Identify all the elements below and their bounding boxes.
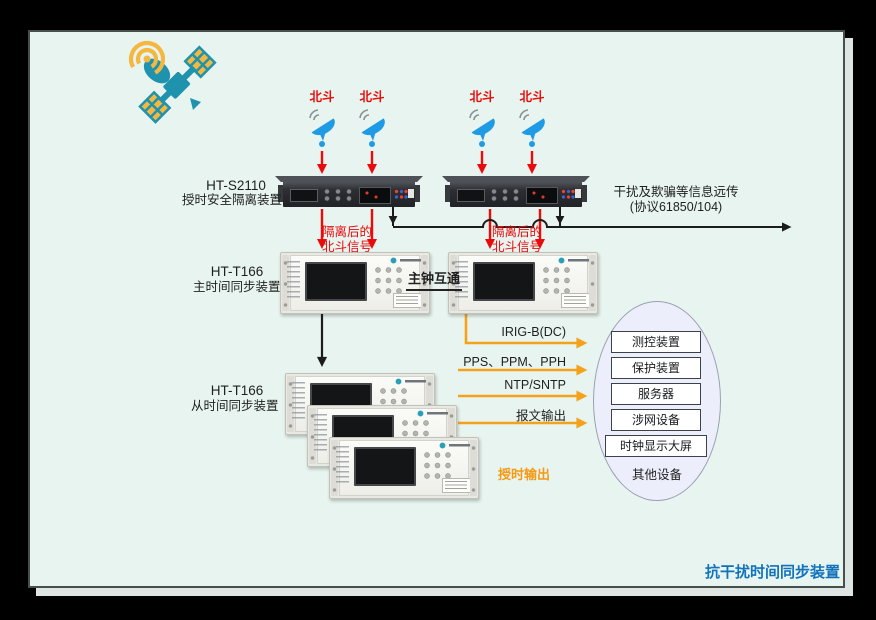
device-buttons (541, 265, 572, 296)
led-labels (287, 261, 300, 301)
device-display (290, 189, 318, 202)
output-label-irig-b: IRIG-B(DC) (501, 325, 566, 339)
output-label-ntp-sntp: NTP/SNTP (504, 378, 566, 392)
led-labels (292, 382, 305, 422)
device-tag (561, 293, 591, 308)
satellite-dish-icon (359, 109, 385, 141)
master-clock-unit-1 (280, 252, 430, 314)
device-tag (442, 478, 472, 493)
satellite-dish-icon (519, 109, 545, 141)
device-buttons (322, 188, 355, 202)
device-buttons (489, 188, 522, 202)
device-screen (359, 187, 391, 204)
slave-device-name: 从时间同步装置 (191, 399, 279, 413)
device-screen (473, 262, 535, 301)
output-label-pps-ppm-pph: PPS、PPM、PPH (463, 355, 566, 369)
master-device-name: 主时间同步装置 (193, 280, 281, 294)
output-label-message: 报文输出 (515, 409, 566, 423)
rack-ear (278, 185, 283, 202)
diagram-title: 抗干扰时间同步装置 (704, 564, 840, 581)
remote-transfer-caption: 干扰及欺骗等信息远传 (协议61850/104) (613, 185, 739, 214)
antenna-feed-dot (529, 141, 535, 147)
antenna-label: 北斗 (359, 90, 385, 104)
device-screen (526, 187, 558, 204)
satellite-dish-icon (469, 109, 495, 141)
brand-logo-icon (439, 442, 473, 449)
device-buttons (373, 265, 404, 296)
brand-logo-icon (558, 257, 592, 264)
master-interconnect-label: 主钟互通 (406, 268, 462, 291)
isolated-signal-caption-1: 隔离后的 北斗信号 (321, 225, 372, 254)
device-tag (393, 293, 423, 308)
antenna-feed-dot (319, 141, 325, 147)
antenna-label: 北斗 (309, 90, 335, 104)
antenna-feed-dot (479, 141, 485, 147)
slave-device-model: HT-T166 (210, 383, 264, 398)
isolation-device-unit-2 (445, 181, 587, 207)
master-clock-unit-2 (448, 252, 598, 314)
beidou-antenna-2: 北斗 (350, 90, 394, 147)
consumer-box-clock-display: 时钟显示大屏 (605, 435, 707, 457)
beidou-antenna-3: 北斗 (460, 90, 504, 147)
rack-ear (415, 185, 420, 202)
device-screen (354, 447, 416, 486)
isolation-device-model: HT-S2110 (206, 178, 266, 193)
consumer-other-label: 其他设备 (631, 468, 682, 482)
led-labels (314, 414, 327, 454)
brand-logo-icon (417, 410, 451, 417)
status-led-icons (394, 189, 408, 200)
timing-output-label: 授时输出 (498, 467, 551, 482)
satellite-dish-icon (309, 109, 335, 141)
device-tag (575, 189, 581, 198)
slave-clock-unit-3 (329, 437, 479, 499)
brand-logo-icon (390, 257, 424, 264)
led-labels (455, 261, 468, 301)
beidou-antenna-1: 北斗 (300, 90, 344, 147)
device-buttons (422, 450, 453, 481)
consumer-devices-group: 测控装置 保护装置 服务器 涉网设备 时钟显示大屏 其他设备 (593, 301, 721, 501)
antenna-label: 北斗 (519, 90, 545, 104)
consumer-box-measure-control: 测控装置 (611, 331, 701, 353)
rack-ear (445, 185, 450, 202)
isolation-device-name: 授时安全隔离装置 (182, 193, 283, 207)
status-led-icons (561, 189, 575, 200)
device-display (457, 189, 485, 202)
isolated-signal-caption-2: 隔离后的 北斗信号 (491, 225, 542, 254)
satellite-icon (128, 40, 217, 124)
consumer-box-grid-devices: 涉网设备 (611, 409, 701, 431)
device-tag (408, 189, 414, 198)
isolation-device-unit-1 (278, 181, 420, 207)
consumer-box-server: 服务器 (611, 383, 701, 405)
antenna-feed-dot (369, 141, 375, 147)
device-screen (305, 262, 367, 301)
led-labels (336, 446, 349, 486)
beidou-antenna-4: 北斗 (510, 90, 554, 147)
brand-logo-icon (395, 378, 429, 385)
consumer-box-protection: 保护装置 (611, 357, 701, 379)
antenna-label: 北斗 (469, 90, 495, 104)
master-device-model: HT-T166 (210, 264, 264, 279)
rack-ear (582, 185, 587, 202)
